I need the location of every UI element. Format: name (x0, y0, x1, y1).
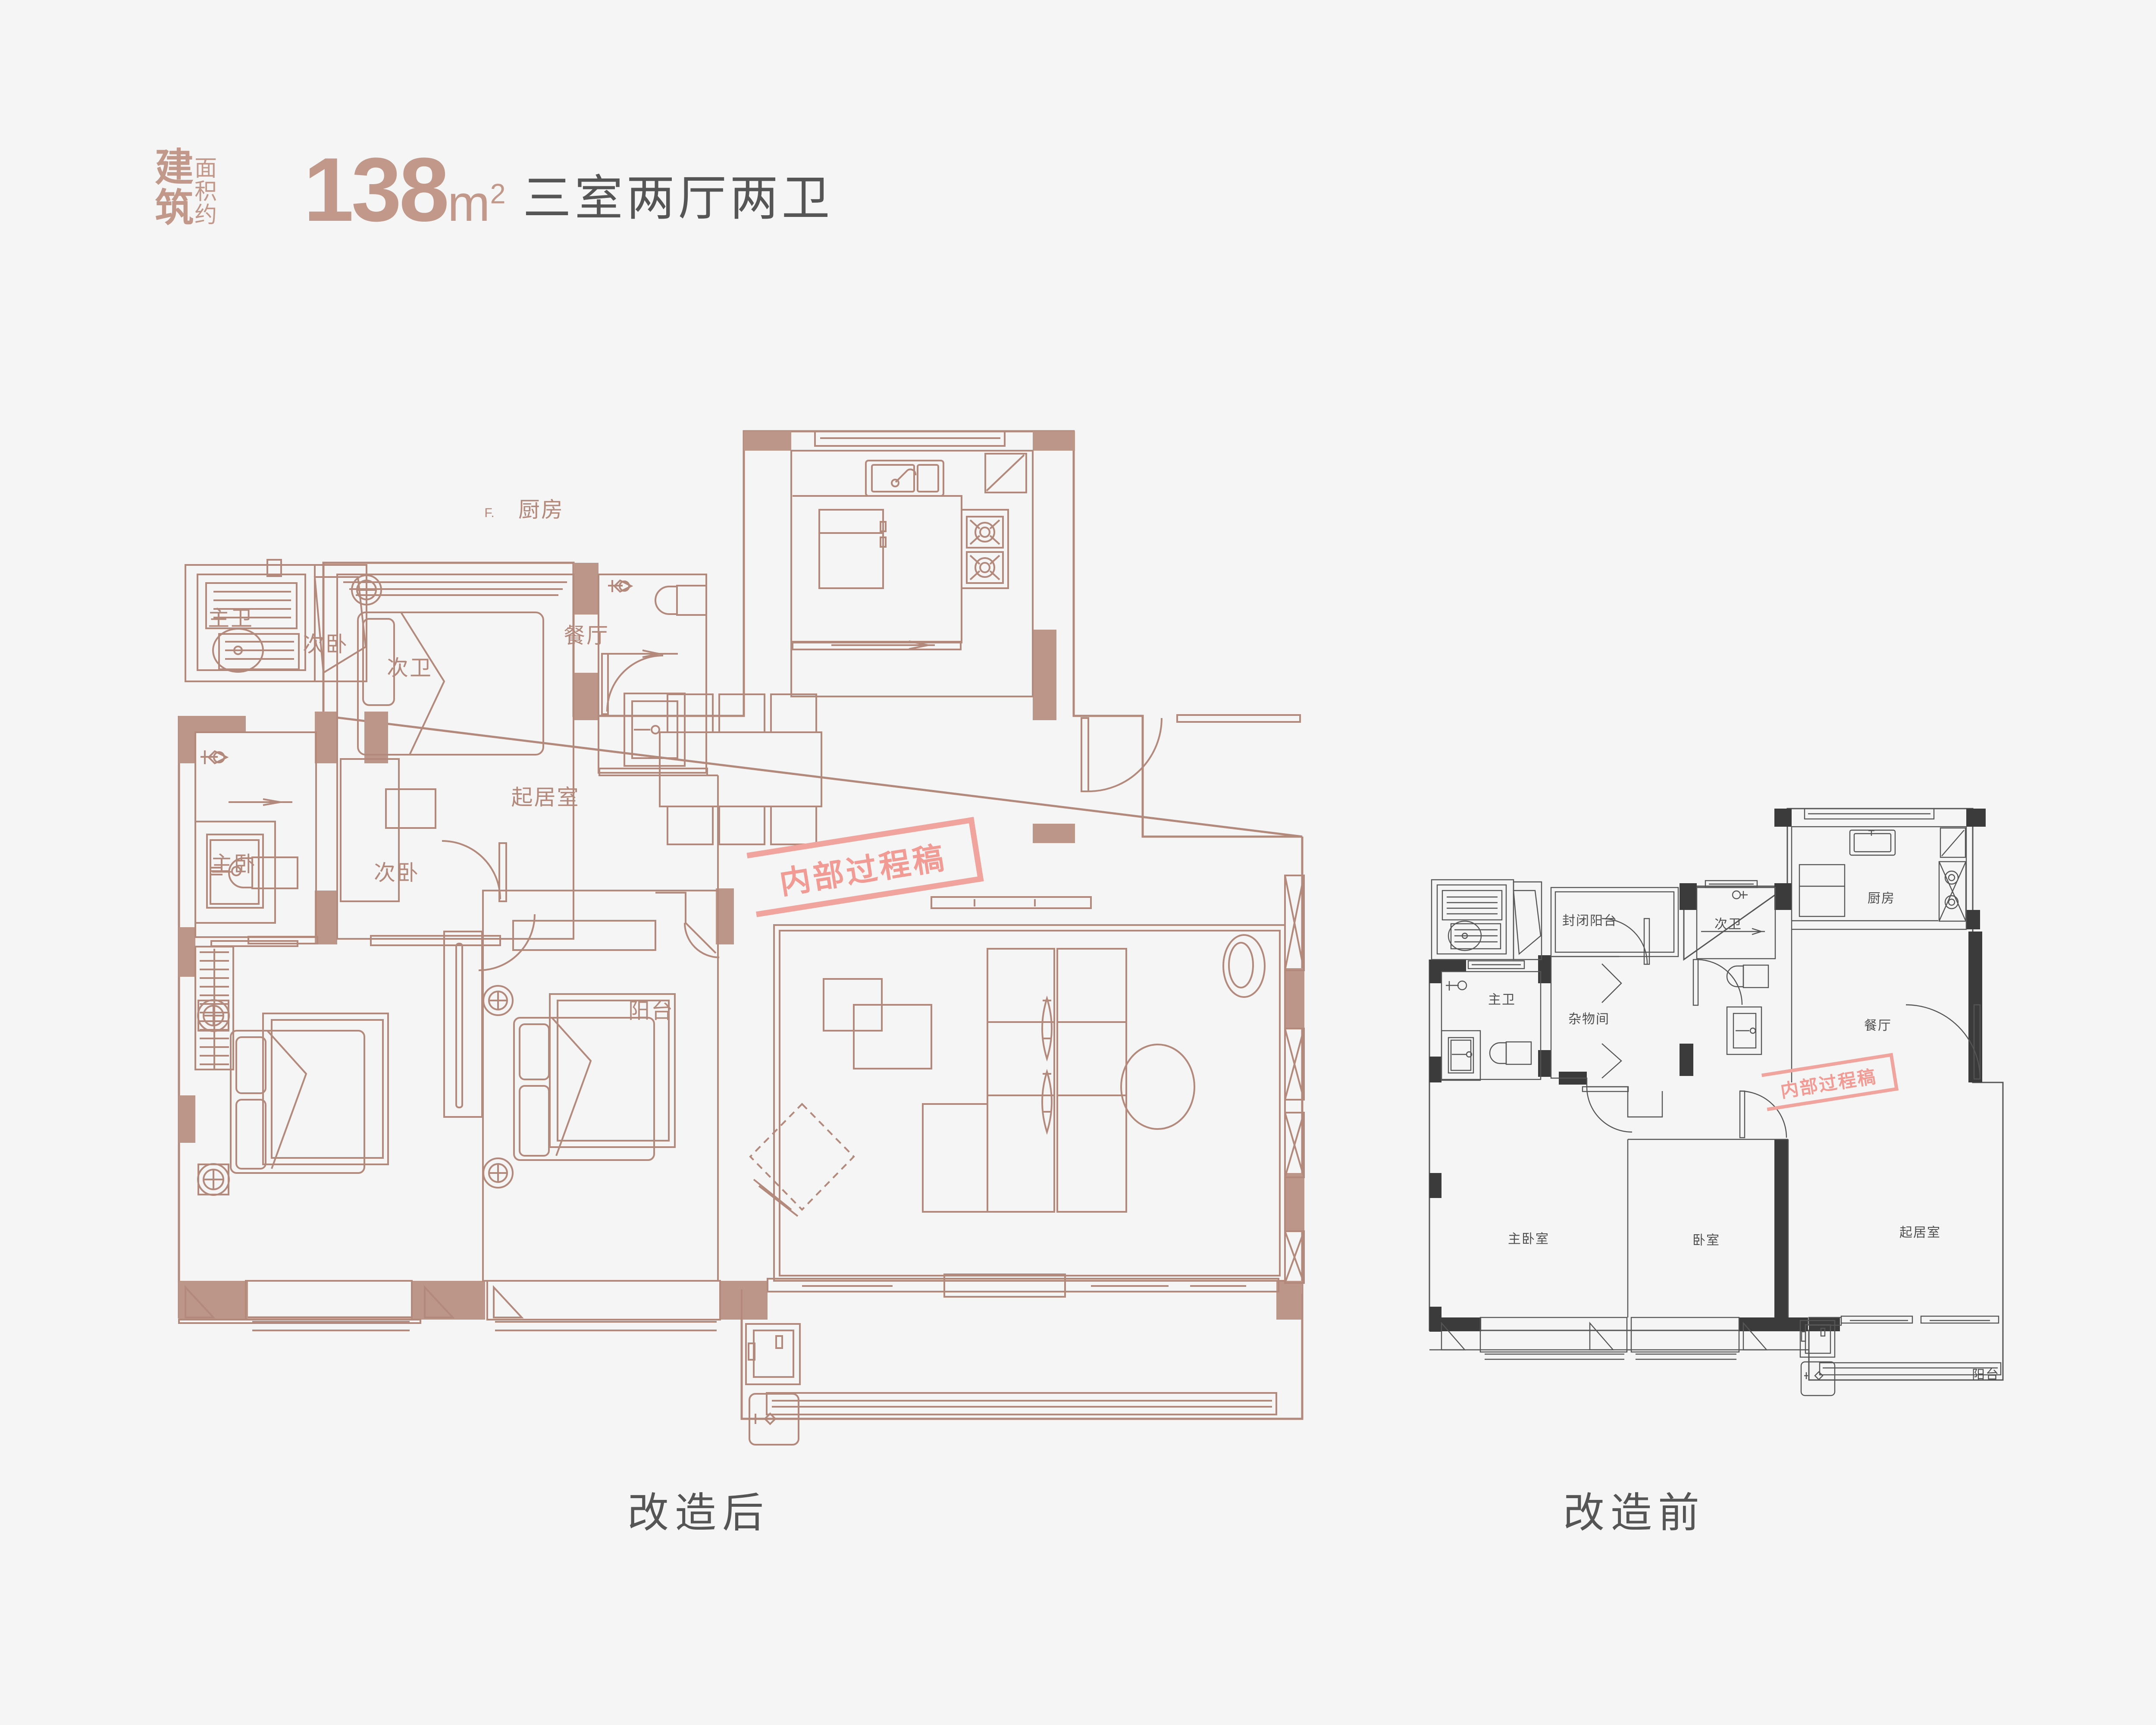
caption-before-renovation: 改造前 (1563, 1490, 1705, 1536)
page-title: 建筑 面积约 138 m2 三室两厅两卫 (149, 138, 834, 240)
caption-after-renovation: 改造后 (627, 1490, 770, 1536)
area-unit-letter: m (448, 175, 490, 232)
floorplan-before-drawing (1429, 808, 2004, 1396)
floorplan-after-drawing (178, 430, 1305, 1446)
area-unit: m2 (448, 178, 506, 229)
title-prefix-line2: 面积约 (191, 156, 216, 226)
room-spec: 三室两厅两卫 (523, 171, 834, 225)
title-prefix-line1: 建筑 (149, 147, 192, 228)
floorplan-after: 主卫 次卧 次卫 厨房 餐厅 主卧 次卧 起居室 阳台 F. (142, 414, 1388, 1446)
floorplan-before: 封闭阳台 次卫 厨房 主卫 杂物间 餐厅 主卧室 卧室 起居室 阳台 (1386, 789, 2024, 1396)
fridge-label: F. (484, 506, 495, 520)
title-prefix: 建筑 面积约 (149, 147, 301, 228)
area-number: 138 (303, 138, 449, 240)
area-unit-exponent: 2 (490, 178, 506, 210)
